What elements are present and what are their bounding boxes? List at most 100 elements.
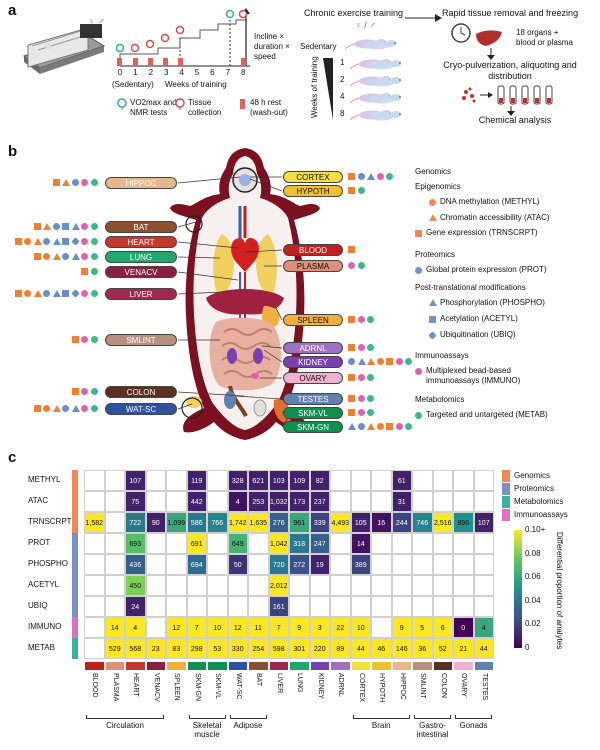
heatmap-cell xyxy=(84,596,105,617)
square-marker-icon xyxy=(348,187,355,194)
square-marker-icon xyxy=(33,223,41,230)
circle-marker-icon xyxy=(90,388,98,395)
heatmap-cell: 442 xyxy=(186,491,207,512)
circle-marker-icon xyxy=(348,358,355,365)
heatmap-cell: 746 xyxy=(412,512,433,533)
heatmap-cell: 11 xyxy=(248,617,269,638)
square-marker-icon xyxy=(14,290,22,297)
rat-group-week-label: 1 xyxy=(340,58,345,67)
heatmap-cell xyxy=(473,491,494,512)
heatmap-cell: 436 xyxy=(125,554,146,575)
heatmap-cell xyxy=(330,491,351,512)
heatmap-cell xyxy=(412,491,433,512)
colorbar-tick: 0.04 xyxy=(525,595,541,605)
heatmap-cell xyxy=(371,533,392,554)
heatmap-cell xyxy=(432,491,453,512)
heatmap-cell xyxy=(207,554,228,575)
heatmap-cell xyxy=(84,575,105,596)
heatmap-cell xyxy=(227,596,248,617)
group-label: Gonads xyxy=(459,721,488,730)
organ-label-right: SKM-GN xyxy=(283,421,343,433)
circle-marker-icon xyxy=(357,344,365,351)
heatmap-cell xyxy=(145,554,166,575)
immuno-circle-icon xyxy=(415,368,422,375)
circle-marker-icon xyxy=(405,358,412,365)
heatmap-cell: 691 xyxy=(186,533,207,554)
heatmap-cell: 237 xyxy=(309,491,330,512)
heatmap-row-label: ACETYL xyxy=(28,580,60,589)
heatmap-cell xyxy=(432,470,453,491)
heatmap-column-label: HIPPOC xyxy=(398,673,406,700)
triangle-marker-icon xyxy=(52,405,61,412)
circle-marker-icon xyxy=(43,405,50,412)
heatmap-cell xyxy=(166,533,187,554)
heatmap-cell: 254 xyxy=(248,638,269,659)
heatmap-row-label: METHYL xyxy=(28,475,61,484)
column-color-swatch xyxy=(433,662,452,670)
organ-label-left: LUNG xyxy=(105,251,177,263)
heatmap-column-label: PLASMA xyxy=(111,673,119,702)
circle-marker-icon xyxy=(357,173,365,180)
week-tick-label: 7 xyxy=(225,68,231,77)
triangle-marker-icon xyxy=(33,238,42,245)
heatmap-cell xyxy=(371,575,392,596)
heatmap-column-label: WAT-SC xyxy=(234,673,242,700)
heatmap-cell xyxy=(473,533,494,554)
triangle-marker-icon xyxy=(71,405,80,412)
heatmap-cell: 6 xyxy=(432,617,453,638)
connector-lines xyxy=(177,176,291,428)
heatmap-cell xyxy=(248,575,269,596)
circle-marker-icon xyxy=(81,223,88,230)
triangle-marker-icon xyxy=(52,238,61,245)
group-label: Brain xyxy=(371,721,391,730)
circle-marker-icon xyxy=(90,405,98,412)
colorbar-tick: 0.10+ xyxy=(525,525,546,534)
circle-marker-icon xyxy=(90,336,98,343)
heatmap-cell: 621 xyxy=(248,470,269,491)
heatmap-cell xyxy=(453,491,474,512)
heatmap-column-label: ADRNL xyxy=(337,673,345,697)
heatmap-cell: 53 xyxy=(207,638,228,659)
week-tick-label: 5 xyxy=(194,68,200,77)
square-marker-icon xyxy=(81,268,88,275)
heatmap-cell xyxy=(350,491,371,512)
heatmap-cell: 298 xyxy=(186,638,207,659)
heatmap-cell: 722 xyxy=(125,512,146,533)
heatmap-cell xyxy=(145,596,166,617)
circle-marker-icon xyxy=(43,253,50,260)
heatmap-cell: 3 xyxy=(309,617,330,638)
organ-label-left: WAT-SC xyxy=(105,403,177,415)
column-color-swatch xyxy=(351,662,370,670)
cryo-label: Cryo-pulverization, aliquoting and distr… xyxy=(443,60,577,81)
heatmap-cell: 568 xyxy=(125,638,146,659)
metab-circle-icon xyxy=(415,412,422,419)
heatmap-cell xyxy=(104,554,125,575)
weeks-wedge xyxy=(323,58,333,120)
square-marker-icon xyxy=(33,253,41,260)
heatmap-cell xyxy=(473,554,494,575)
heatmap-cell xyxy=(166,554,187,575)
heatmap-cell: 9 xyxy=(391,617,412,638)
acetyl-square-icon xyxy=(429,316,436,323)
chem-analysis-label: Chemical analysis xyxy=(478,115,552,125)
circle-marker-icon xyxy=(357,262,365,269)
heatmap-cell xyxy=(145,617,166,638)
square-marker-icon xyxy=(71,336,79,343)
colorbar-tick: 0.02 xyxy=(525,619,541,629)
triangle-marker-icon xyxy=(348,423,356,430)
heatmap-row-label: TRNSCRPT xyxy=(28,517,72,526)
circle-marker-icon xyxy=(367,395,374,402)
rat-group-icon xyxy=(350,110,401,121)
legend-swatch xyxy=(502,509,510,521)
heatmap-column-label: SKM-VL xyxy=(214,673,222,700)
heatmap-cell xyxy=(104,491,125,512)
heatmap-cell: 107 xyxy=(125,470,146,491)
column-color-swatch xyxy=(105,662,124,670)
column-color-swatch xyxy=(290,662,309,670)
organ-label-left: LIVER xyxy=(105,288,177,300)
column-color-swatch xyxy=(413,662,432,670)
heatmap-row-label: ATAC xyxy=(28,496,49,505)
vo2-pin-icon xyxy=(117,98,127,110)
phospho-triangle-icon xyxy=(429,299,437,306)
heatmap-cell: 22 xyxy=(330,617,351,638)
